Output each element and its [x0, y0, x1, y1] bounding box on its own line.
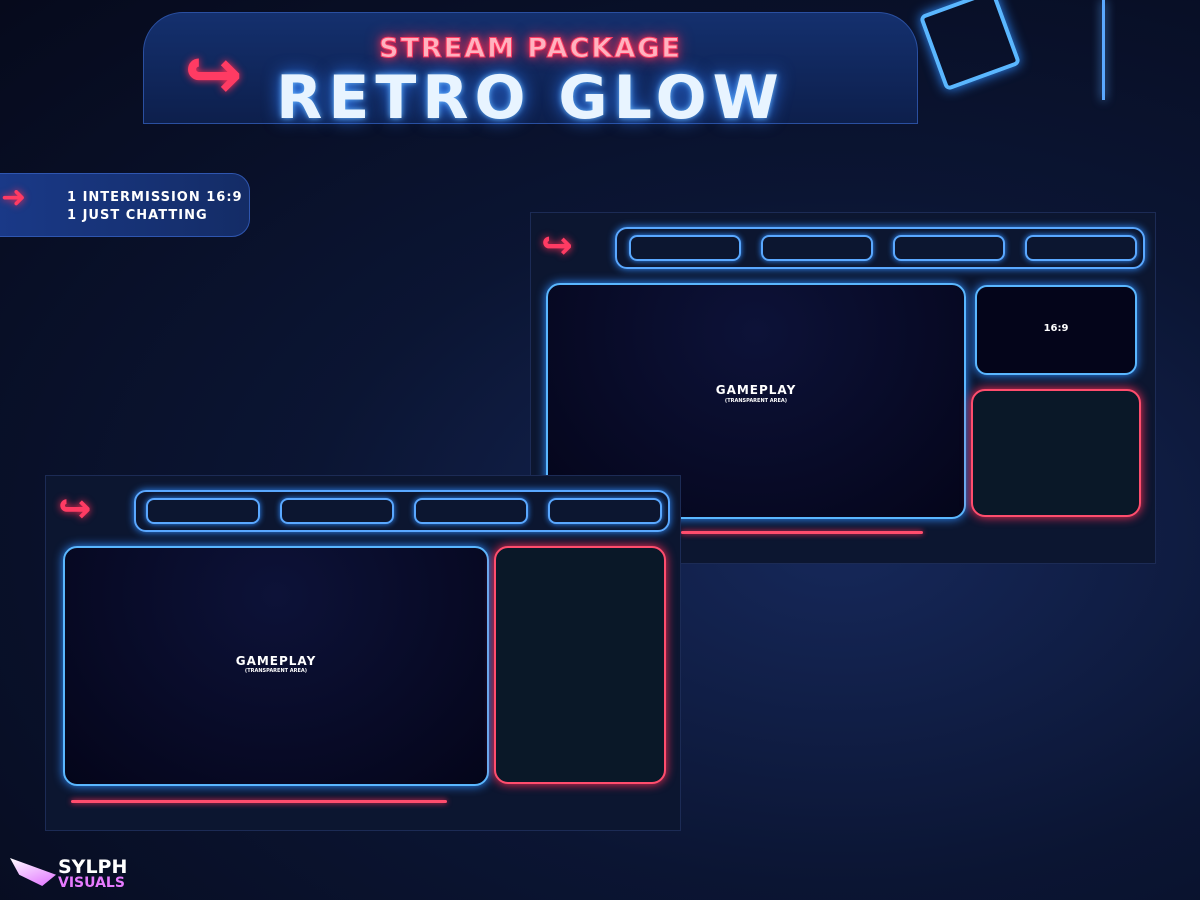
neon-arrow-icon: ↪ — [184, 33, 243, 115]
neon-arrow-icon: ↪ — [58, 486, 92, 532]
top-bar — [134, 490, 670, 532]
chat-frame — [971, 389, 1141, 517]
camera-frame: 16:9 — [975, 285, 1137, 375]
gameplay-label: GAMEPLAY — [715, 383, 797, 397]
slot — [280, 498, 394, 524]
slot — [414, 498, 528, 524]
slot — [761, 235, 873, 261]
slot — [629, 235, 741, 261]
neon-line — [1102, 0, 1105, 100]
neon-arrow-icon: ↪ — [541, 223, 573, 267]
brand-line1: SYLPH — [58, 856, 128, 878]
neon-beer-mug-icon — [918, 0, 1022, 92]
brand-line2: VISUALS — [58, 875, 125, 891]
neon-arrow-icon: ➜ — [1, 180, 27, 215]
info-line-intermission: 1 INTERMISSION 16:9 — [67, 190, 243, 205]
top-bar — [615, 227, 1145, 269]
progress-line — [681, 531, 923, 534]
chat-frame — [494, 546, 666, 784]
scene-chatting-preview: ↪ GAMEPLAY (TRANSPARENT AREA) — [45, 475, 681, 831]
slot — [893, 235, 1005, 261]
slot — [1025, 235, 1137, 261]
banner-title: RETRO GLOW — [276, 63, 785, 133]
info-line-chatting: 1 JUST CHATTING — [67, 208, 208, 223]
gameplay-area: GAMEPLAY (TRANSPARENT AREA) — [63, 546, 489, 786]
gameplay-note: (TRANSPARENT AREA) — [244, 668, 308, 674]
banner-subtitle: STREAM PACKAGE — [379, 33, 682, 65]
title-banner: STREAM PACKAGE RETRO GLOW ↪ — [143, 12, 918, 133]
wing-icon — [10, 858, 56, 886]
gameplay-label: GAMEPLAY — [235, 654, 317, 668]
slot — [548, 498, 662, 524]
camera-ratio-label: 16:9 — [1043, 323, 1069, 334]
contents-pill: ➜ 1 INTERMISSION 16:9 1 JUST CHATTING — [0, 173, 250, 237]
progress-line — [71, 800, 447, 803]
gameplay-note: (TRANSPARENT AREA) — [724, 398, 788, 404]
slot — [146, 498, 260, 524]
